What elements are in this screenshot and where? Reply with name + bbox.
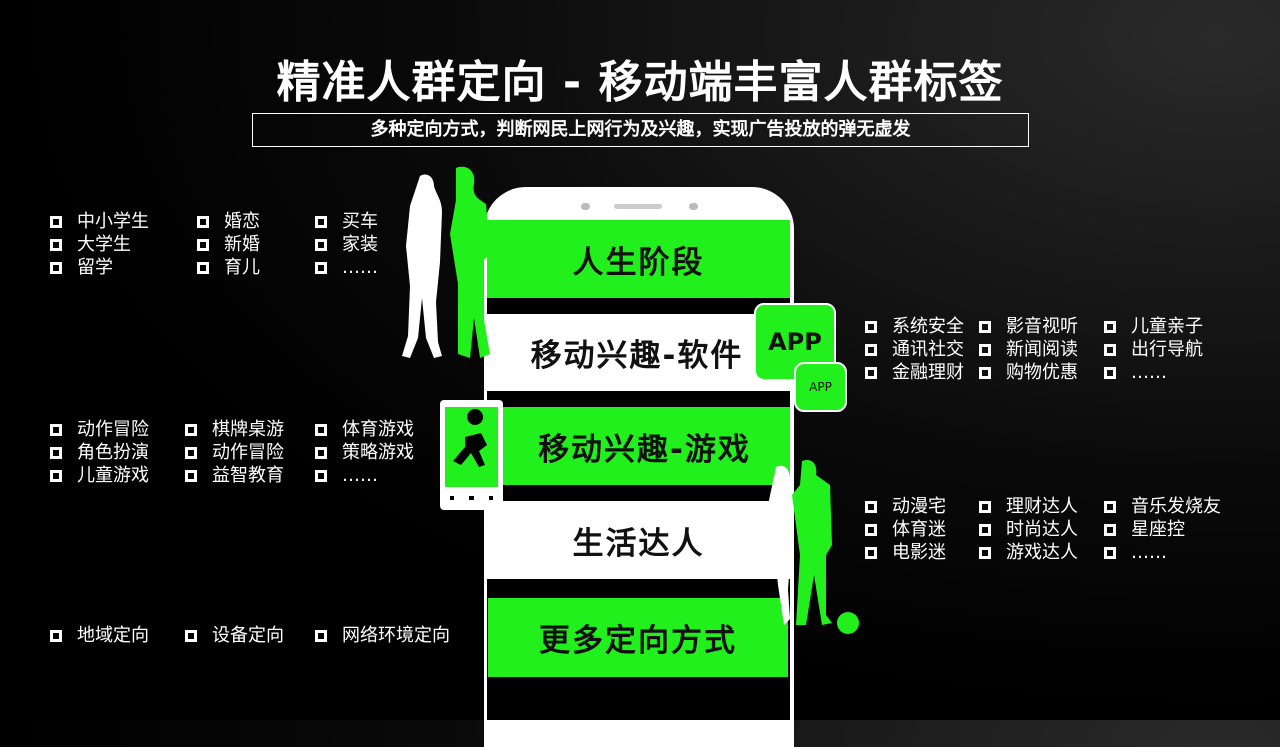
list-item: 时尚达人 <box>979 518 1078 541</box>
list-item: 影音视听 <box>979 315 1078 338</box>
list-item: …… <box>315 256 378 279</box>
list-item: 系统安全 <box>865 315 964 338</box>
checkbox-icon <box>315 261 327 274</box>
list-item: 留学 <box>50 256 113 279</box>
list-item: 动漫宅 <box>865 495 946 518</box>
checkbox-icon <box>1104 366 1116 379</box>
list-item: 棋牌桌游 <box>185 418 284 441</box>
list-item: 儿童亲子 <box>1104 315 1203 338</box>
list-item: 购物优惠 <box>979 361 1078 384</box>
subtitle: 多种定向方式，判断网民上网行为及兴趣，实现广告投放的弹无虚发 <box>252 113 1029 147</box>
checkbox-icon <box>1104 546 1116 559</box>
app-icon-small: APP <box>794 362 847 412</box>
list-item: 中小学生 <box>50 210 149 233</box>
checkbox-icon <box>979 366 991 379</box>
speaker <box>614 204 662 209</box>
game-device-icon <box>440 400 503 510</box>
list-item: 体育游戏 <box>315 418 414 441</box>
people-silhouette-top <box>402 166 490 358</box>
page-title: 精准人群定向 - 移动端丰富人群标签 <box>276 57 1004 108</box>
people-silhouette-bottom <box>762 459 859 634</box>
checkbox-icon <box>1104 523 1116 536</box>
checkbox-icon <box>315 469 327 482</box>
list-item: 网络环境定向 <box>315 624 450 647</box>
list-item: 新婚 <box>197 233 260 256</box>
checkbox-icon <box>50 215 62 228</box>
list-item: 体育迷 <box>865 518 946 541</box>
list-item: 婚恋 <box>197 210 260 233</box>
checkbox-icon <box>315 629 327 642</box>
checkbox-icon <box>865 523 877 536</box>
list-item: 大学生 <box>50 233 131 256</box>
checkbox-icon <box>185 423 197 436</box>
bar-lifestyle: 生活达人 <box>487 501 790 579</box>
list-item: 理财达人 <box>979 495 1078 518</box>
list-item: 益智教育 <box>185 464 284 487</box>
checkbox-icon <box>197 215 209 228</box>
checkbox-icon <box>185 446 197 459</box>
list-item: 音乐发烧友 <box>1104 495 1221 518</box>
checkbox-icon <box>197 261 209 274</box>
list-item: 星座控 <box>1104 518 1185 541</box>
list-item: 电影迷 <box>865 541 946 564</box>
camera-dot <box>581 203 590 210</box>
checkbox-icon <box>979 546 991 559</box>
runner-icon <box>453 409 487 467</box>
list-item: …… <box>1104 541 1167 564</box>
checkbox-icon <box>315 446 327 459</box>
bar-more-targeting: 更多定向方式 <box>488 598 788 677</box>
list-item: 游戏达人 <box>979 541 1078 564</box>
checkbox-icon <box>1104 343 1116 356</box>
checkbox-icon <box>315 238 327 251</box>
list-item: 家装 <box>315 233 378 256</box>
checkbox-icon <box>50 629 62 642</box>
checkbox-icon <box>1104 320 1116 333</box>
checkbox-icon <box>185 469 197 482</box>
checkbox-icon <box>979 320 991 333</box>
list-item: …… <box>1104 361 1167 384</box>
checkbox-icon <box>50 238 62 251</box>
checkbox-icon <box>315 215 327 228</box>
list-item: 新闻阅读 <box>979 338 1078 361</box>
list-item: 设备定向 <box>185 624 284 647</box>
bar-software-interest: 移动兴趣-软件 <box>484 314 790 391</box>
checkbox-icon <box>315 423 327 436</box>
list-item: 育儿 <box>197 256 260 279</box>
list-item: 儿童游戏 <box>50 464 149 487</box>
checkbox-icon <box>865 546 877 559</box>
checkbox-icon <box>865 320 877 333</box>
checkbox-icon <box>50 261 62 274</box>
list-item: 策略游戏 <box>315 441 414 464</box>
checkbox-icon <box>979 500 991 513</box>
bar-game-interest: 移动兴趣-游戏 <box>487 407 790 485</box>
checkbox-icon <box>50 469 62 482</box>
list-item: …… <box>315 464 378 487</box>
checkbox-icon <box>1104 500 1116 513</box>
list-item: 通讯社交 <box>865 338 964 361</box>
list-item: 金融理财 <box>865 361 964 384</box>
checkbox-icon <box>865 500 877 513</box>
checkbox-icon <box>50 446 62 459</box>
list-item: 出行导航 <box>1104 338 1203 361</box>
checkbox-icon <box>979 523 991 536</box>
list-item: 买车 <box>315 210 378 233</box>
list-item: 动作冒险 <box>185 441 284 464</box>
checkbox-icon <box>50 423 62 436</box>
checkbox-icon <box>865 366 877 379</box>
checkbox-icon <box>979 343 991 356</box>
list-item: 角色扮演 <box>50 441 149 464</box>
checkbox-icon <box>865 343 877 356</box>
checkbox-icon <box>197 238 209 251</box>
list-item: 地域定向 <box>50 624 149 647</box>
list-item: 动作冒险 <box>50 418 149 441</box>
checkbox-icon <box>185 629 197 642</box>
sensor-dot <box>689 203 698 210</box>
bar-life-stage: 人生阶段 <box>487 220 790 298</box>
